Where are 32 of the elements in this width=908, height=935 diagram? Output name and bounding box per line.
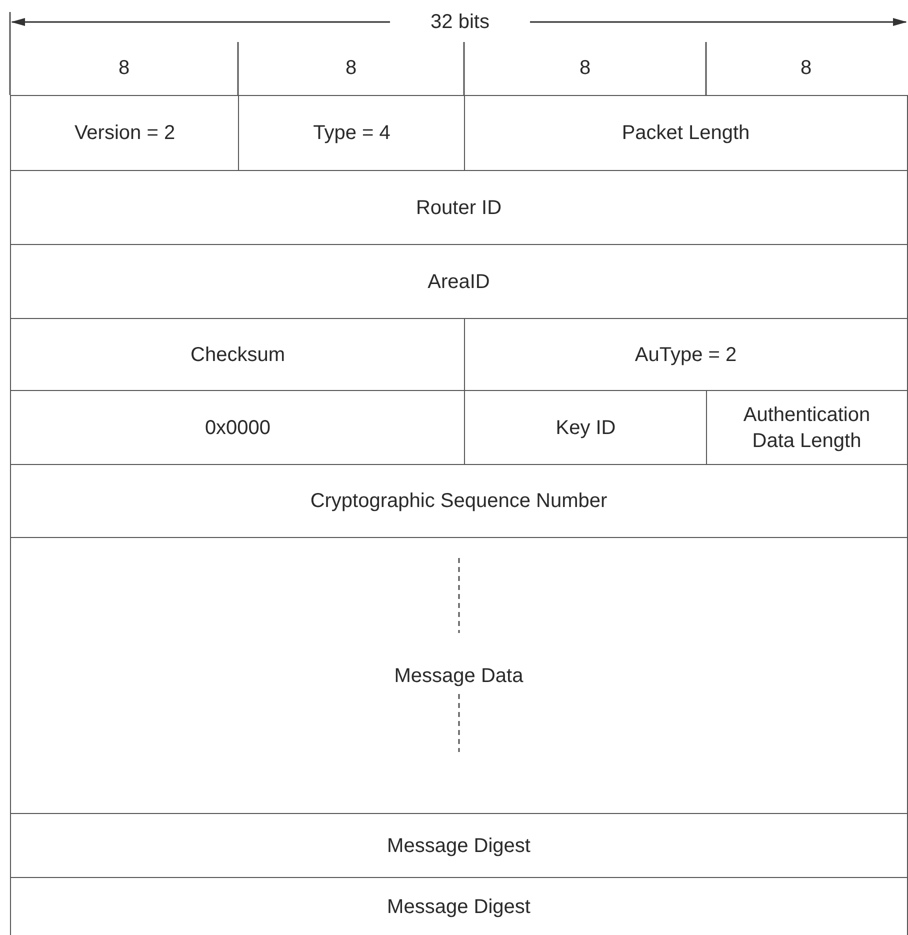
field-cell bbox=[464, 95, 908, 172]
field-cell bbox=[10, 170, 908, 246]
bit-width-label: 8 bbox=[117, 56, 131, 80]
field-name: Checksum bbox=[190, 342, 285, 368]
field-name: AreaID bbox=[428, 270, 490, 295]
bit-width-label: 8 bbox=[578, 56, 592, 80]
field-name: AuType = 2 bbox=[634, 342, 737, 368]
bit-width-label: 8 bbox=[344, 56, 358, 80]
field-name: Authentication Data Length bbox=[742, 402, 872, 454]
field-cell bbox=[464, 318, 908, 392]
field-cell bbox=[10, 813, 908, 878]
field-cell bbox=[10, 537, 908, 814]
field-name: Message Data bbox=[394, 664, 524, 689]
field-cell bbox=[238, 95, 466, 172]
field-name: 0x0000 bbox=[204, 416, 271, 441]
field-name: Type = 4 bbox=[313, 121, 390, 146]
field-name: Message Digest bbox=[387, 834, 530, 859]
field-cell bbox=[10, 464, 908, 538]
field-cell bbox=[10, 318, 466, 392]
field-name: Key ID bbox=[556, 416, 616, 441]
field-cell bbox=[10, 877, 908, 935]
field-name: Message Digest bbox=[387, 895, 530, 920]
field-cell bbox=[10, 390, 466, 466]
field-name: Version = 2 bbox=[74, 121, 176, 146]
field-cell bbox=[464, 390, 708, 466]
field-cell bbox=[706, 390, 908, 466]
field-cell bbox=[10, 95, 240, 172]
field-name: Router ID bbox=[416, 196, 502, 221]
bit-width-label: 8 bbox=[799, 56, 813, 80]
field-name: Packet Length bbox=[622, 121, 750, 146]
field-cell bbox=[10, 244, 908, 320]
field-name: Cryptographic Sequence Number bbox=[310, 489, 608, 514]
